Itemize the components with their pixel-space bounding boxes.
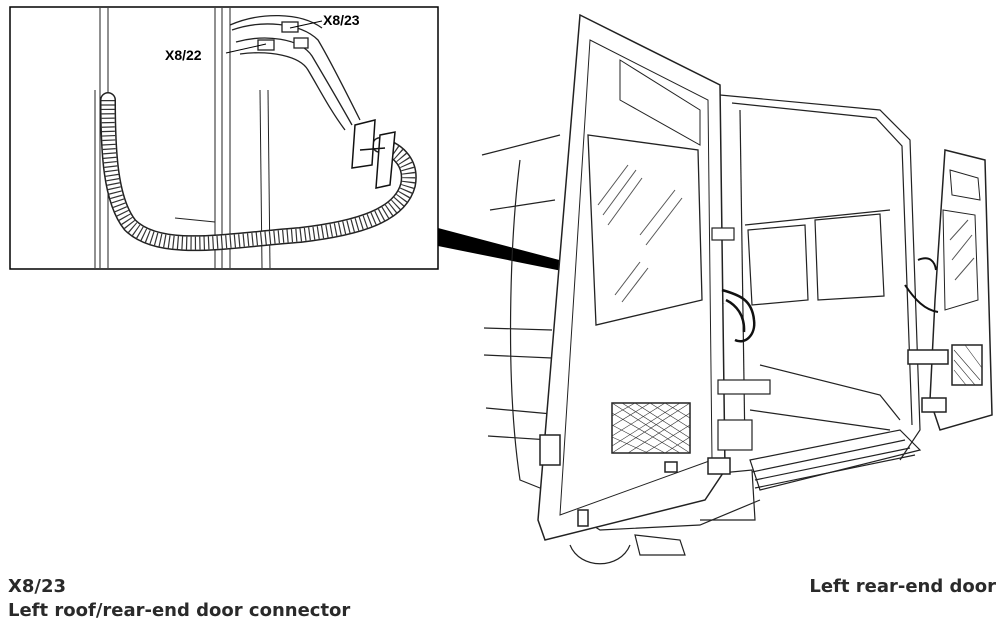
- left-rear-door: [537, 13, 731, 541]
- upper-wiring: [229, 14, 361, 131]
- callout-x8-23: X8/23: [323, 12, 360, 28]
- harness-clips: [351, 119, 396, 189]
- van-rear-illustration: [481, 94, 922, 565]
- door-hinge-harness: [721, 288, 756, 343]
- right-door-harness: [904, 257, 939, 313]
- right-rear-door: [907, 149, 993, 431]
- callout-leaders: [225, 20, 323, 54]
- caption-code: X8/23: [8, 576, 67, 597]
- caption-description: Left roof/rear-end door connector: [8, 600, 351, 621]
- caption-connector: X8/23 Left roof/rear-end door connector: [8, 575, 350, 623]
- pillar-blocks: [711, 227, 771, 451]
- detail-inset: X8/23 X8/22: [9, 6, 439, 270]
- caption-door: Left rear-end door: [809, 576, 996, 597]
- callout-x8-22: X8/22: [165, 47, 202, 63]
- corrugated-harness: [100, 92, 417, 252]
